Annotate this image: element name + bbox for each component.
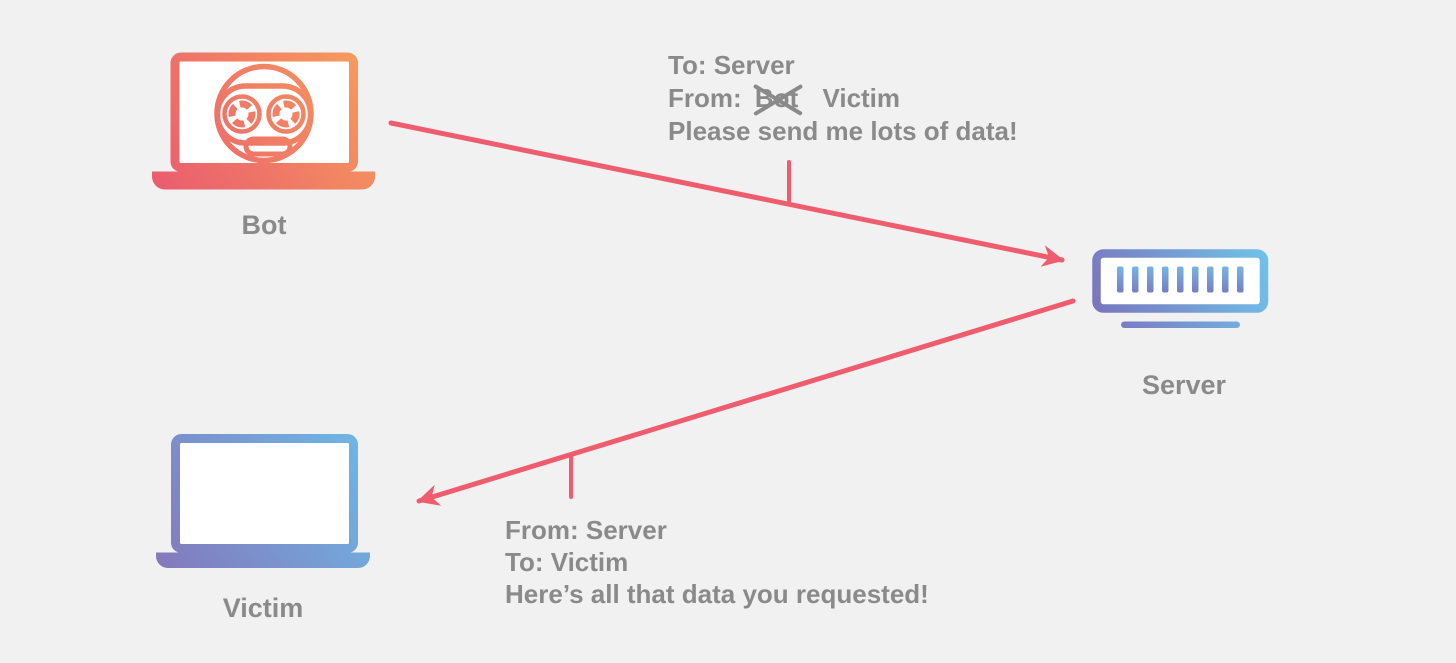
response-line-body: Here’s all that data you requested! <box>505 579 929 609</box>
request-message: To: Server From: Bot Victim Please send … <box>668 49 1018 148</box>
request-line-to: To: Server <box>668 50 795 80</box>
request-from-prefix: From: <box>668 83 742 113</box>
response-line-from: From: Server <box>505 515 667 545</box>
bot-to-server-arrow <box>388 120 1065 267</box>
victim-label: Victim <box>222 593 304 623</box>
server-icon <box>1092 249 1269 328</box>
bot-laptop-robot-icon <box>152 52 375 190</box>
request-line-from: From: Bot Victim <box>668 82 1018 115</box>
server-to-victim-arrow <box>416 298 1076 506</box>
response-message: From: Server To: Victim Here’s all that … <box>505 514 929 610</box>
victim-laptop-icon <box>156 434 370 568</box>
flow-arrows <box>388 120 1076 506</box>
crossed-out-bot-text: Bot <box>754 83 799 113</box>
request-from-spoofed: Victim <box>822 83 901 113</box>
request-line-body: Please send me lots of data! <box>668 116 1018 146</box>
response-line-to: To: Victim <box>505 547 629 577</box>
bot-label: Bot <box>241 210 287 240</box>
robot-face-icon <box>214 63 314 164</box>
server-label: Server <box>1141 370 1227 400</box>
